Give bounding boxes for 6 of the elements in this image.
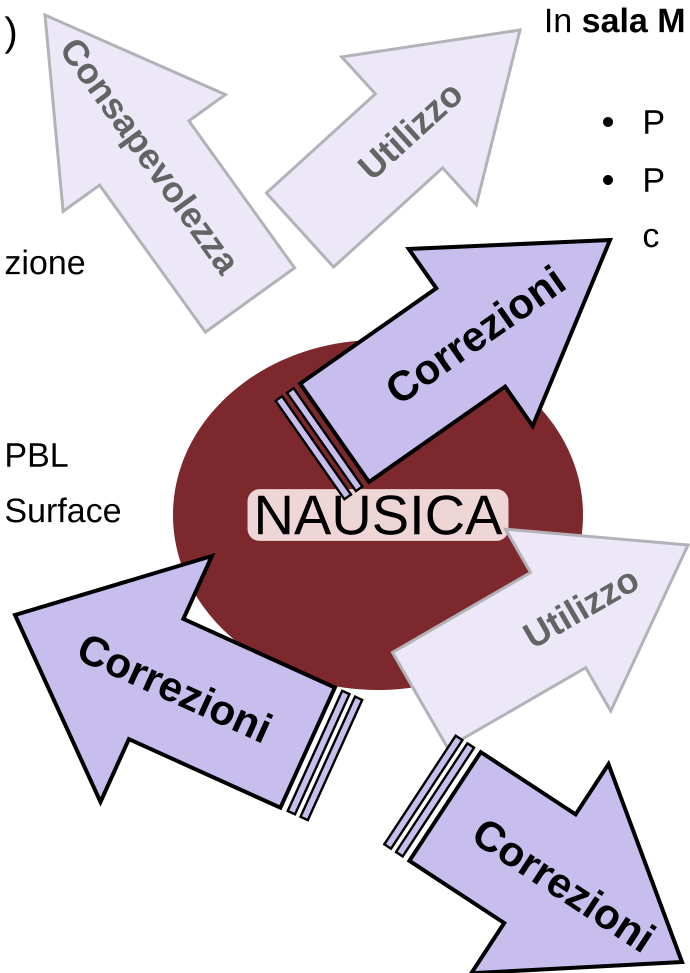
text-label: P: [645, 110, 664, 134]
text-label: PBL: [7, 443, 68, 467]
text-label: Surface: [6, 498, 120, 522]
text-label: P: [645, 168, 664, 192]
text-label: c: [644, 228, 658, 248]
text-label: In sala M: [547, 8, 684, 32]
